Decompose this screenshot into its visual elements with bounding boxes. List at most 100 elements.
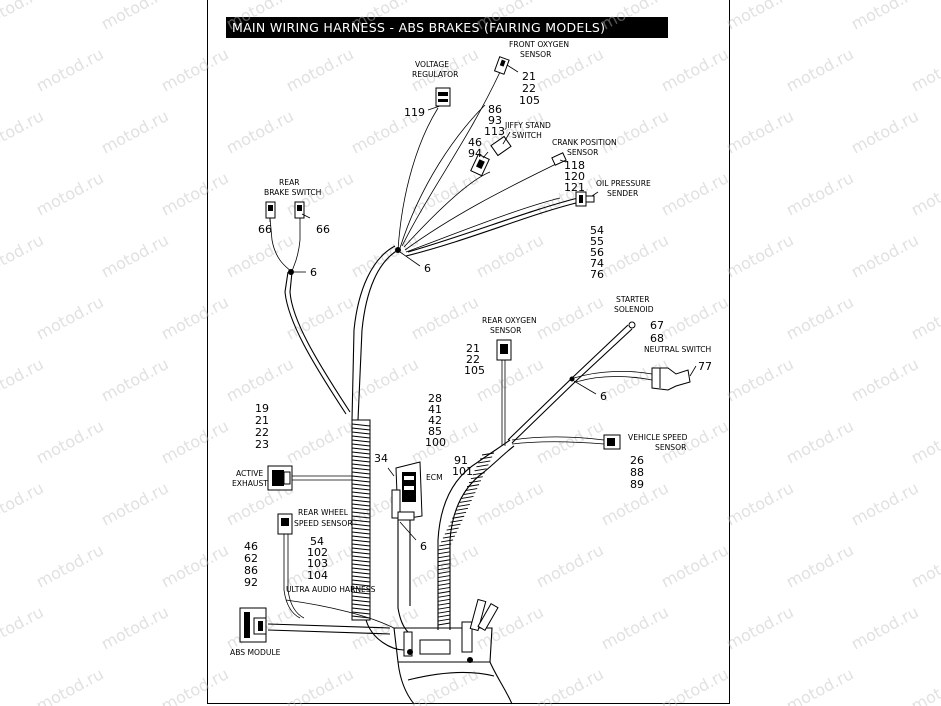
watermark-text: motod.ru	[473, 230, 547, 281]
active-exhaust-label-2: EXHAUST	[232, 479, 268, 488]
oil-pressure-label-2: SENDER	[607, 189, 639, 198]
crank-label-2: SENSOR	[567, 148, 599, 157]
conduit-rib	[351, 603, 371, 607]
conduit-rib	[351, 523, 371, 527]
conduit-rib	[351, 459, 371, 463]
conduit-rib	[351, 611, 371, 615]
conduit-rib	[442, 535, 456, 539]
watermark-text: motod.ru	[473, 354, 547, 405]
watermark-text: motod.ru	[283, 664, 357, 706]
watermark-text: motod.ru	[783, 416, 857, 467]
tie-wrap-num-1: 6	[310, 266, 317, 279]
watermark-text: motod.ru	[98, 478, 172, 529]
conduit-rib	[351, 467, 371, 471]
vehicle-speed-connector	[603, 434, 621, 450]
conduit-rib	[351, 475, 371, 479]
conduit-rib	[351, 543, 371, 547]
conduit-rib	[351, 471, 371, 475]
conduit-rib	[351, 503, 371, 507]
watermark-text: motod.ru	[658, 44, 732, 95]
watermark-text: motod.ru	[533, 664, 607, 706]
watermark-text: motod.ru	[908, 416, 941, 467]
neutral-switch-connector	[651, 367, 691, 391]
jiffy-num-1: 86	[488, 103, 502, 116]
conduit-rib	[470, 476, 483, 480]
watermark-text: motod.ru	[33, 292, 107, 343]
tie-wrap-starter	[569, 376, 575, 382]
ecm-num-1: 28	[428, 392, 442, 405]
abs-num-2: 62	[244, 552, 258, 565]
rear-brake-num-2: 66	[316, 223, 330, 236]
ecm-num-4: 85	[428, 425, 442, 438]
active-exhaust-num-3: 22	[255, 426, 269, 439]
watermark-text: motod.ru	[908, 292, 941, 343]
watermark-text: motod.ru	[598, 0, 672, 34]
conduit-rib	[476, 464, 489, 468]
conduit-rib	[351, 427, 371, 431]
conduit-rib	[440, 539, 454, 543]
conduit-rib	[351, 515, 371, 519]
watermark-text: motod.ru	[598, 230, 672, 281]
watermark-text: motod.ru	[158, 292, 232, 343]
conduit-rib	[351, 595, 371, 599]
watermark-text: motod.ru	[158, 168, 232, 219]
conduit-rib	[351, 567, 371, 571]
vehicle-speed-num-3: 89	[630, 478, 644, 491]
rear-oxygen-num-1: 21	[466, 342, 480, 355]
active-exhaust-num-2: 21	[255, 414, 269, 427]
watermark-text: motod.ru	[283, 416, 357, 467]
conduit-rib	[437, 555, 451, 559]
active-exhaust-num-4: 23	[255, 438, 269, 451]
abs-module-label: ABS MODULE	[230, 648, 281, 657]
starter-num-1: 67	[650, 319, 664, 332]
conduit-rib	[459, 499, 472, 503]
rear-wheel-num-4: 104	[307, 569, 328, 582]
watermark-text: motod.ru	[223, 354, 297, 405]
conduit-rib	[437, 551, 451, 555]
ecm-num-5: 100	[425, 436, 446, 449]
watermark-text: motod.ru	[783, 664, 857, 706]
abs-module	[239, 607, 267, 643]
title-bar	[226, 17, 668, 38]
ecm-side-num-2: 101	[452, 465, 473, 478]
front-oxygen-connector	[493, 56, 510, 75]
watermark-text: motod.ru	[533, 540, 607, 591]
watermark-text: motod.ru	[598, 602, 672, 653]
watermark-text: motod.ru	[0, 230, 47, 281]
watermark-text: motod.ru	[848, 354, 922, 405]
crank-position-connector	[551, 152, 567, 166]
conduit-rib	[437, 567, 451, 571]
conduit-rib	[437, 606, 451, 610]
conduit-rib	[468, 480, 482, 484]
conduit-rib	[351, 507, 371, 511]
starter-solenoid-terminal	[628, 321, 636, 329]
rear-oxygen-num-3: 105	[464, 364, 485, 377]
conduit-rib	[446, 527, 459, 531]
conduit-rib	[457, 503, 470, 507]
leader-lines	[269, 64, 697, 541]
rear-brake-switch-connectors	[265, 201, 305, 219]
tie-wrap-num-2: 6	[424, 262, 431, 275]
voltage-regulator-num-1: 119	[404, 106, 425, 119]
tie-wrap-bundle	[395, 247, 401, 253]
watermark-text: motod.ru	[783, 168, 857, 219]
watermark-text: motod.ru	[158, 416, 232, 467]
watermark-text: motod.ru	[598, 106, 672, 157]
conduit-rib	[351, 539, 371, 543]
vehicle-speed-label-2: SENSOR	[655, 443, 687, 452]
conduit-rib	[351, 547, 371, 551]
watermark-text: motod.ru	[0, 106, 47, 157]
watermark-text: motod.ru	[658, 168, 732, 219]
watermark-text: motod.ru	[223, 106, 297, 157]
watermark-text: motod.ru	[0, 602, 47, 653]
oil-num-3: 56	[590, 246, 604, 259]
watermark-text: motod.ru	[848, 478, 922, 529]
ultra-audio-label: ULTRA AUDIO HARNESS	[286, 585, 376, 594]
jiffy-connector-num-1: 46	[468, 136, 482, 149]
labels: FRONT OXYGEN SENSOR 21 22 105 VOLTAGE RE…	[230, 40, 712, 657]
watermark-text: motod.ru	[473, 478, 547, 529]
conduit-rib	[480, 456, 493, 460]
watermark-text: motod.ru	[283, 292, 357, 343]
watermark-text: motod.ru	[98, 602, 172, 653]
